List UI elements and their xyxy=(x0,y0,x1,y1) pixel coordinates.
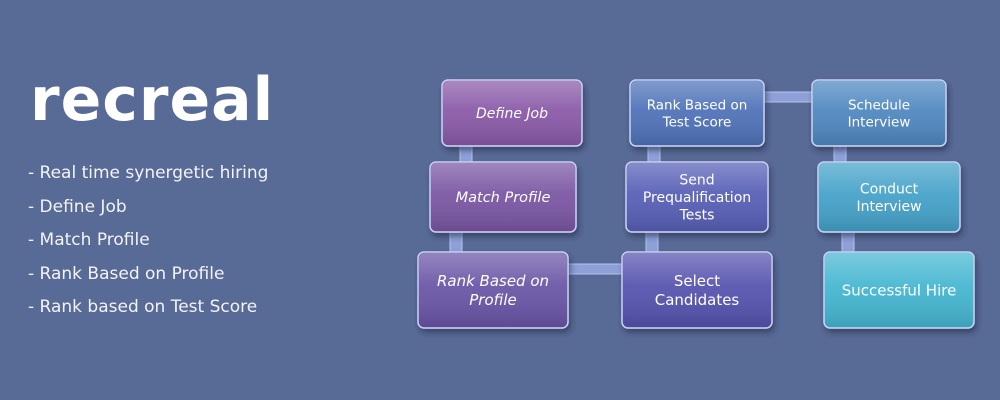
flow-connector xyxy=(841,229,855,255)
flow-step-gloss xyxy=(431,163,575,231)
flow-connector xyxy=(833,143,847,165)
flow-step-label: Conduct xyxy=(860,181,919,197)
flow-connector xyxy=(761,91,815,103)
feature-list-item: - Define Job xyxy=(28,196,127,217)
feature-list-item: - Match Profile xyxy=(28,230,150,251)
flow-connector xyxy=(459,143,473,165)
flow-step-label: Select xyxy=(674,272,720,290)
flow-step-gloss xyxy=(631,81,763,145)
flow-connector xyxy=(647,143,661,165)
flow-step-label: Rank Based on xyxy=(437,272,549,290)
flow-step-label: Match Profile xyxy=(456,190,551,206)
flow-step-label: Rank Based on xyxy=(647,97,748,113)
flow-step-label: Schedule xyxy=(848,97,910,113)
flow-step-gloss xyxy=(623,253,771,327)
flow-step-label: Interview xyxy=(856,199,921,215)
flow-step-define-job: Define Job xyxy=(441,79,583,147)
flow-step-gloss xyxy=(627,163,767,231)
flow-step-label: Successful Hire xyxy=(842,281,957,299)
flow-connector xyxy=(565,263,625,275)
flow-step-label: Interview xyxy=(848,114,911,130)
brand-title: recreal xyxy=(30,65,275,135)
feature-list-item: - Real time synergetic hiring xyxy=(28,163,269,183)
flow-connector xyxy=(449,229,463,255)
flow-step-gloss xyxy=(825,253,973,327)
flow-step-gloss xyxy=(419,253,567,327)
flow-step-label: Define Job xyxy=(476,106,548,122)
flow-step-label: Test Score xyxy=(662,114,732,130)
feature-list-item: - Rank based on Test Score xyxy=(28,297,258,318)
flow-step-label: Tests xyxy=(679,208,715,224)
flow-step-successful-hire: Successful Hire xyxy=(823,251,975,329)
flow-step-label: Candidates xyxy=(655,291,740,309)
flow-connector xyxy=(645,229,659,255)
flow-step-label: Profile xyxy=(469,291,516,309)
flow-step-gloss xyxy=(819,163,959,231)
flow-step-gloss xyxy=(443,81,581,145)
flow-step-label: Send xyxy=(679,173,714,189)
feature-list-item: - Rank Based on Profile xyxy=(28,263,225,284)
flow-step-match-profile: Match Profile xyxy=(429,161,577,233)
flow-step-label: Prequalification xyxy=(643,190,751,206)
feature-list: - Real time synergetic hiring - Define J… xyxy=(28,157,268,325)
flow-step-gloss xyxy=(813,81,945,145)
